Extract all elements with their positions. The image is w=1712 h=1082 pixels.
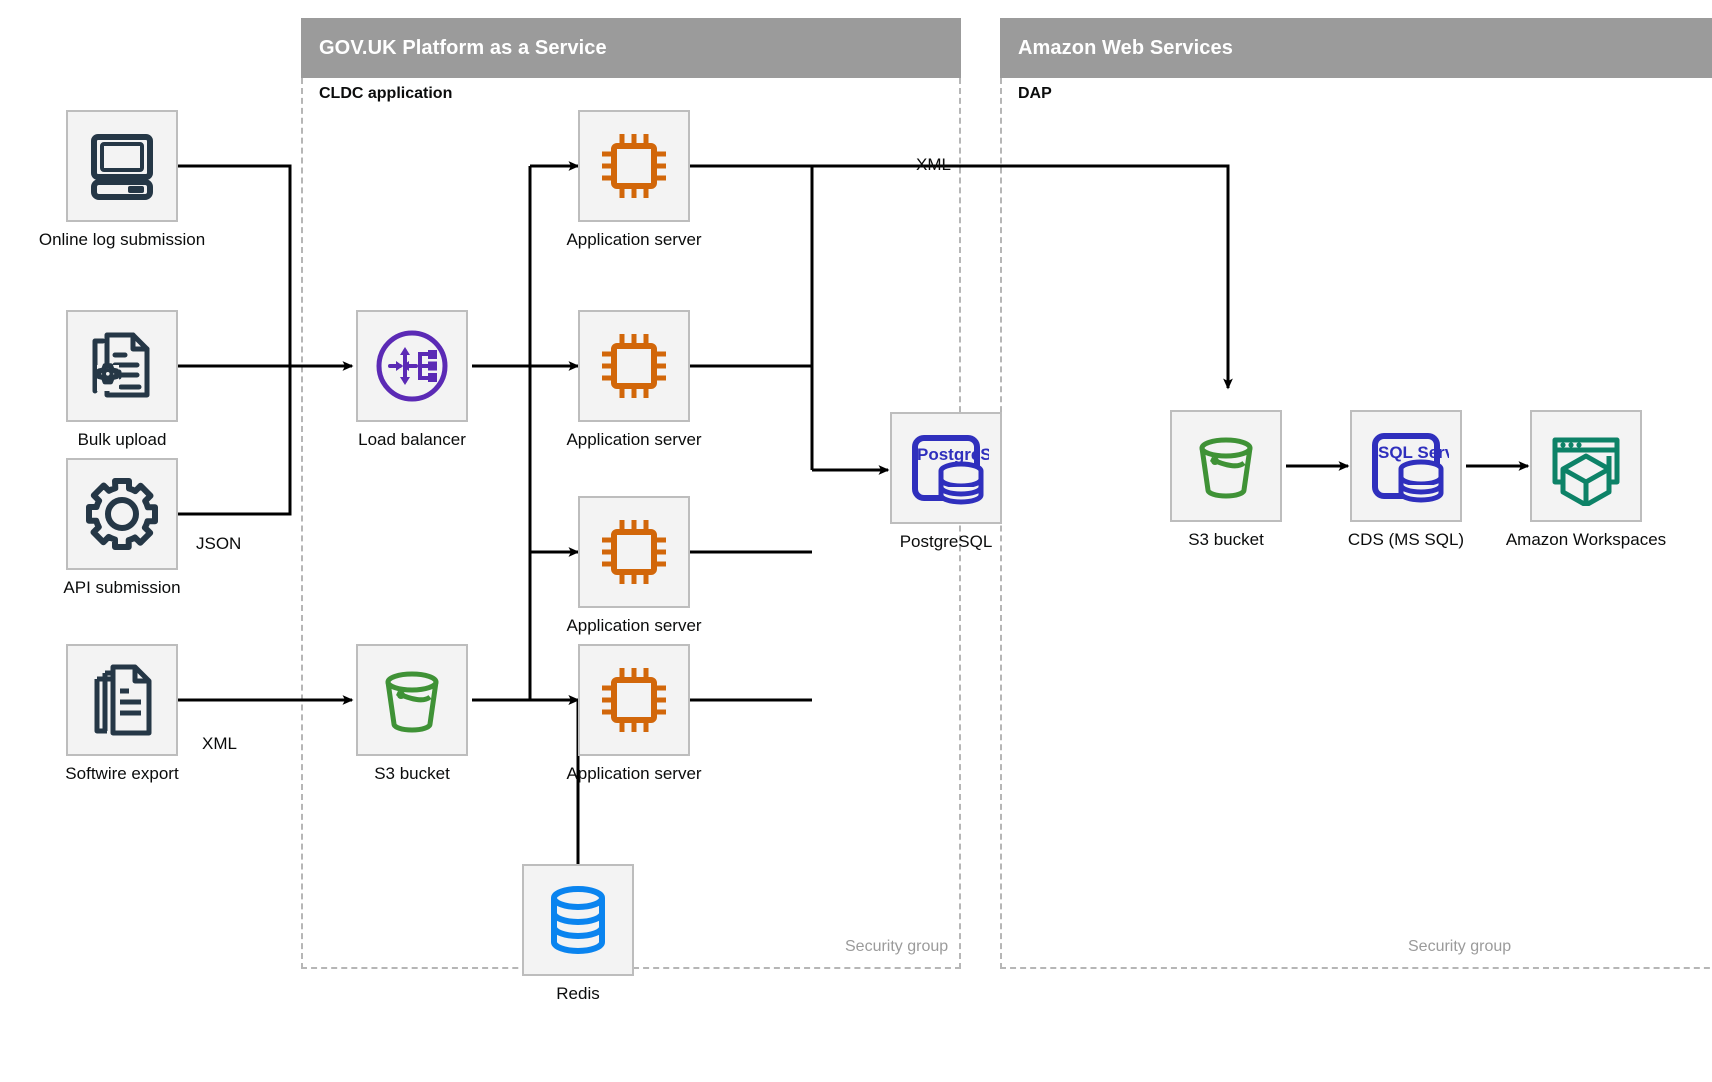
cds-tile: SQL Server: [1350, 410, 1462, 522]
edge-label-xml-appserver: XML: [916, 155, 951, 174]
load-balancer-icon: [376, 330, 448, 402]
app-server-3-caption: Application server: [566, 616, 702, 635]
node-cds-ms-sql[interactable]: SQL Server CDS (MS SQL): [1348, 410, 1464, 549]
node-app-server-1[interactable]: Application server: [566, 110, 702, 249]
online-log-tile: [66, 110, 178, 222]
app-server-3-tile: [578, 496, 690, 608]
workspaces-tile: [1530, 410, 1642, 522]
node-postgresql[interactable]: PostgreSQL PostgreSQL: [890, 412, 1002, 551]
s3-bucket-aws-tile: [1170, 410, 1282, 522]
softwire-export-tile: [66, 644, 178, 756]
node-app-server-4[interactable]: Application server: [566, 644, 702, 783]
sql-server-badge-text: SQL Server: [1378, 443, 1449, 462]
node-softwire-export[interactable]: Softwire export: [65, 644, 179, 783]
online-log-caption: Online log submission: [38, 230, 206, 249]
postgresql-caption: PostgreSQL: [899, 532, 993, 551]
redis-caption: Redis: [556, 984, 600, 1003]
node-redis[interactable]: Redis: [522, 864, 634, 1003]
zone-boundary-aws: [1000, 78, 1712, 969]
app-server-4-tile: [578, 644, 690, 756]
node-s3-bucket-paas[interactable]: S3 bucket: [356, 644, 468, 783]
app-server-2-caption: Application server: [566, 430, 702, 449]
workspaces-caption: Amazon Workspaces: [1505, 530, 1667, 549]
app-server-4-caption: Application server: [566, 764, 702, 783]
node-api-submission[interactable]: API submission: [63, 458, 181, 597]
cpu-chip-icon: [602, 668, 666, 732]
zone-header-paas: GOV.UK Platform as a Service: [301, 18, 961, 78]
postgresql-badge-text: PostgreSQL: [917, 445, 989, 464]
app-server-1-caption: Application server: [566, 230, 702, 249]
api-submission-caption: API submission: [63, 578, 181, 597]
security-group-label-paas: Security group: [845, 938, 949, 955]
desktop-computer-icon: [91, 134, 153, 200]
node-amazon-workspaces[interactable]: Amazon Workspaces: [1506, 410, 1666, 549]
s3-bucket-icon: [1199, 437, 1253, 499]
node-online-log-submission[interactable]: Online log submission: [39, 110, 205, 249]
redis-tile: [522, 864, 634, 976]
document-stack-icon: [94, 664, 152, 736]
security-group-label-aws: Security group: [1408, 938, 1512, 955]
postgresql-tile: PostgreSQL: [890, 412, 1002, 524]
edge-label-json: JSON: [196, 534, 242, 553]
load-balancer-caption: Load balancer: [358, 430, 466, 449]
bulk-upload-caption: Bulk upload: [77, 430, 167, 449]
load-balancer-tile: [356, 310, 468, 422]
zone-title-aws: Amazon Web Services: [1018, 36, 1233, 59]
zone-header-aws: Amazon Web Services: [1000, 18, 1712, 78]
amazon-workspaces-icon: [1552, 437, 1620, 506]
bulk-upload-tile: [66, 310, 178, 422]
cpu-chip-icon: [602, 334, 666, 398]
s3-bucket-paas-tile: [356, 644, 468, 756]
s3-bucket-paas-caption: S3 bucket: [374, 764, 450, 783]
softwire-export-caption: Softwire export: [65, 764, 179, 783]
zone-subtitle-dap: DAP: [1018, 85, 1052, 102]
api-submission-tile: [66, 458, 178, 570]
cds-caption: CDS (MS SQL): [1347, 530, 1465, 549]
s3-bucket-aws-caption: S3 bucket: [1188, 530, 1264, 549]
s3-bucket-icon: [385, 671, 439, 733]
app-server-1-tile: [578, 110, 690, 222]
redis-database-icon: [551, 886, 605, 954]
app-server-2-tile: [578, 310, 690, 422]
gear-icon: [86, 478, 158, 550]
zone-subtitle-cldc: CLDC application: [319, 85, 453, 102]
document-gear-icon: [92, 332, 150, 398]
sql-server-database-icon: SQL Server: [1372, 433, 1449, 503]
node-app-server-2[interactable]: Application server: [566, 310, 702, 449]
cpu-chip-icon: [602, 520, 666, 584]
node-load-balancer[interactable]: Load balancer: [356, 310, 468, 449]
node-s3-bucket-aws[interactable]: S3 bucket: [1170, 410, 1282, 549]
cpu-chip-icon: [602, 134, 666, 198]
node-app-server-3[interactable]: Application server: [566, 496, 702, 635]
edge-label-xml-softwire: XML: [202, 734, 237, 753]
node-bulk-upload[interactable]: Bulk upload: [66, 310, 178, 449]
postgresql-database-icon: PostgreSQL: [912, 435, 989, 505]
zone-title-paas: GOV.UK Platform as a Service: [319, 36, 607, 59]
